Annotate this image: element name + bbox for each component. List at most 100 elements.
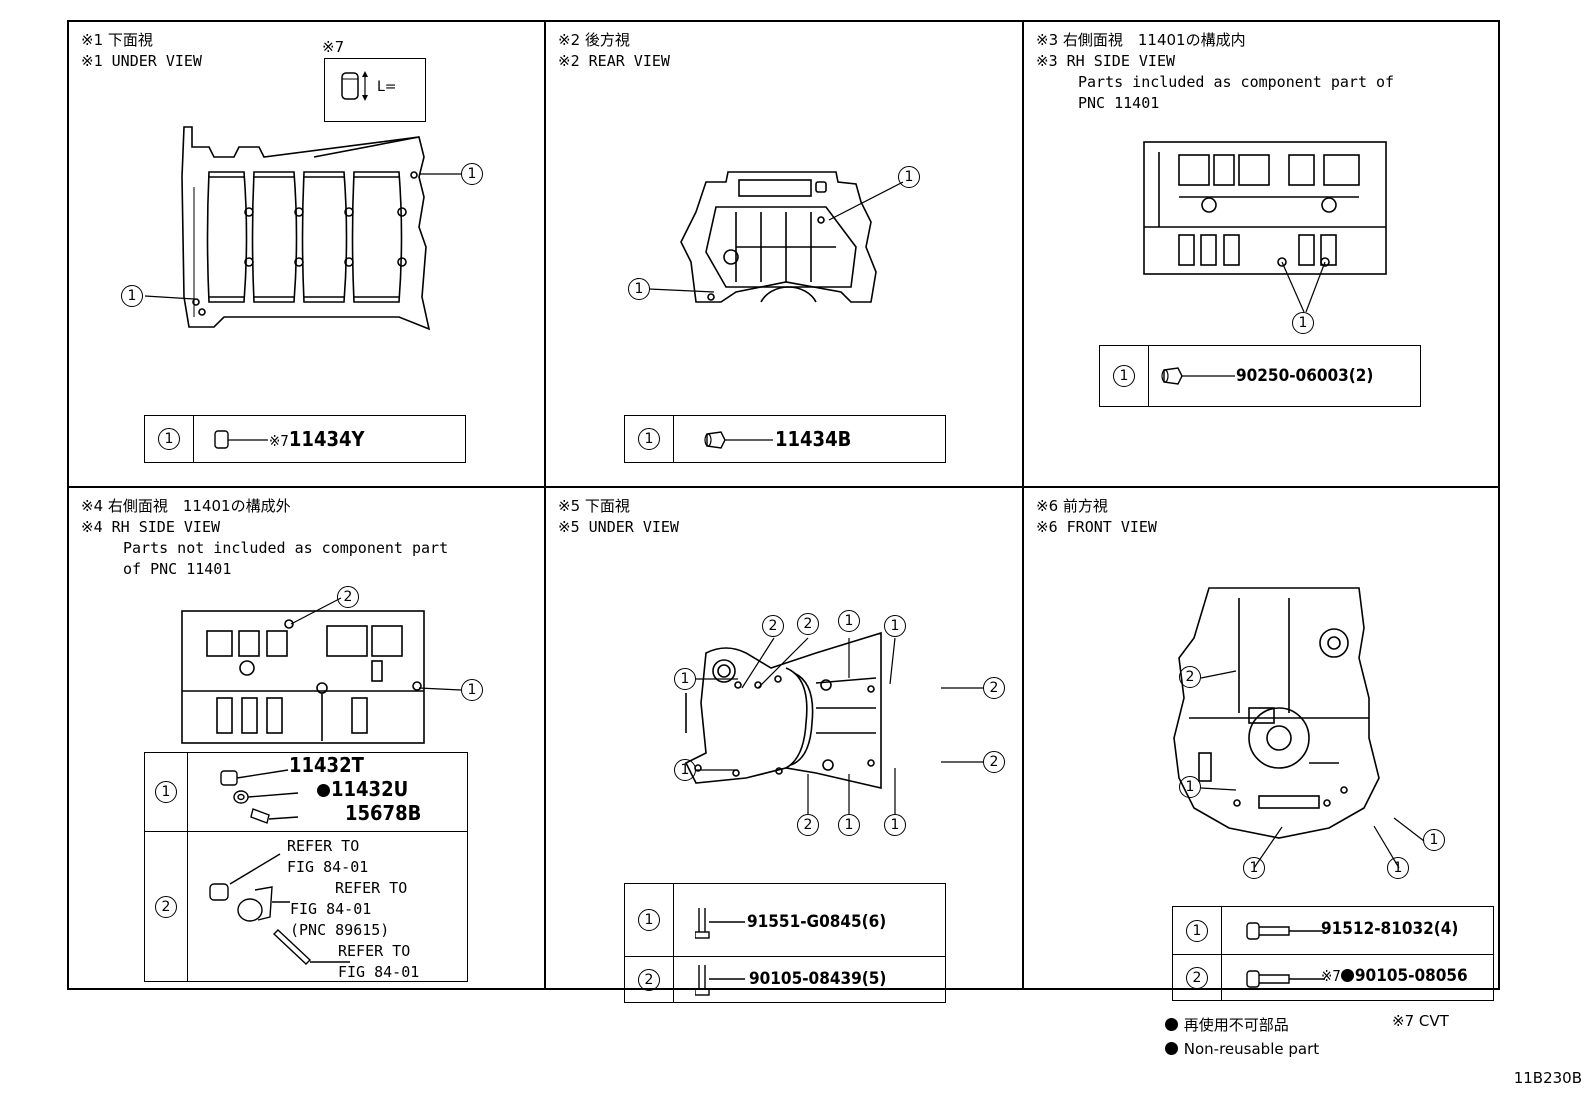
callout-1: 1 [838,610,860,632]
panel3-leaders [1281,261,1326,313]
callout-1: 1 [674,668,696,690]
engine-block-under-view-drawing [181,126,431,331]
part-number: 90250-06003(2) [1236,366,1374,386]
panel-title-jp: ※3 右側面視 11401の構成内 [1036,31,1246,49]
panel-title: ※3 右側面視 11401の構成内 ※3 RH SIDE VIEW Parts … [1036,30,1394,114]
pin-icon [1161,367,1235,385]
note7-label: ※7 [322,38,345,56]
callout-1: 1 [884,615,906,637]
pin-icon [214,430,268,449]
panel-title-jp: ※4 右側面視 11401の構成外 [81,497,291,515]
panel-title-en: ※4 RH SIDE VIEW [81,518,220,536]
callout-2: 2 [797,814,819,836]
callout-1: 1 [1423,829,1445,851]
panel-under-view-1: ※1 下面視 ※1 UNDER VIEW ※7 L= [69,22,544,486]
pin-icon [704,431,773,449]
callout-1: 1 [628,278,650,300]
panel-front-view-6: ※6 前方視 ※6 FRONT VIEW [1024,488,1500,1001]
panel-rh-side-view-3: ※3 右側面視 11401の構成内 ※3 RH SIDE VIEW Parts … [1024,22,1500,486]
parts-table-p1: 1 ※711434Y [144,415,466,463]
bolt-icon [1246,970,1325,988]
plug-gasket-bolt-icon [220,769,299,824]
callout-1: 1 [121,285,143,307]
engine-block-rh-side-drawing [1143,141,1387,275]
parts-table-p4: 1 11432T 11432U 15678B [144,752,468,982]
parts-table-p6: 1 91512-81032(4) 2 [1172,906,1494,1001]
divider-col-1 [544,22,546,988]
parts-table-p3: 1 90250-06003(2) [1099,345,1421,407]
callout-1: 1 [1387,857,1409,879]
table-row: 1 11432T 11432U 15678B [145,753,467,831]
table-row: 1 91551-G0845(6) [625,884,945,956]
panel-title: ※4 右側面視 11401の構成外 ※4 RH SIDE VIEW Parts … [81,496,448,580]
engine-block-rear-view-drawing [680,171,877,303]
bolt-icon [1246,922,1325,940]
non-reusable-dot [1340,969,1354,982]
panel4-leaders [290,597,462,691]
panel-title-jp: ※2 後方視 [558,31,630,49]
callout-1: 1 [1179,776,1201,798]
panel-title-en: ※5 UNDER VIEW [558,518,679,536]
callout-2: 2 [1179,666,1201,688]
divider-col-2 [1022,22,1024,988]
bolt-icon [695,965,745,996]
callout-1: 1 [1292,312,1314,334]
note7-box: L= [324,58,426,122]
parts-table-p5: 1 91551-G0845(6) 2 [624,883,946,1003]
panel-title: ※1 下面視 ※1 UNDER VIEW [81,30,202,72]
non-reusable-dot [1165,1042,1178,1055]
part-number: 91551-G0845(6) [747,912,887,932]
panel-rear-view-2: ※2 後方視 ※2 REAR VIEW 1 1 1 [546,22,1022,486]
non-reusable-dot [1165,1018,1178,1031]
callout-1: 1 [884,814,906,836]
divider-row [69,486,1498,488]
table-row: 1 91512-81032(4) [1173,907,1493,954]
part-number: 15678B [345,801,422,825]
panel-title: ※2 後方視 ※2 REAR VIEW [558,30,670,72]
panel1-leaders [144,173,461,300]
panel-title-jp: ※5 下面視 [558,497,630,515]
part-number: 11434B [775,427,852,451]
panel5-leaders [696,637,983,814]
pin-length-icon [341,71,368,101]
note7-dim-label: L= [377,79,397,95]
callout-1: 1 [461,163,483,185]
callout-1: 1 [674,759,696,781]
callout-2: 2 [797,613,819,635]
part-number: ※711434Y [269,427,365,451]
panel-title-en: ※1 UNDER VIEW [81,52,202,70]
panel-subtitle: Parts included as component part of [1078,73,1395,91]
part-number: 11432U [317,777,408,801]
panel-title: ※6 前方視 ※6 FRONT VIEW [1036,496,1157,538]
panel-title-en: ※6 FRONT VIEW [1036,518,1157,536]
panel-title-jp: ※6 前方視 [1036,497,1108,515]
callout-1: 1 [898,166,920,188]
panel-title-en: ※3 RH SIDE VIEW [1036,52,1175,70]
legend-note-cvt: ※7 CVT [1392,1012,1449,1030]
engine-block-front-view-drawing [1173,587,1380,839]
legend-non-reusable-jp: 再使用不可部品 [1165,1014,1289,1035]
panel-rh-side-view-4: ※4 右側面視 11401の構成外 ※4 RH SIDE VIEW Parts … [69,488,544,992]
parts-table-p2: 1 11434B [624,415,946,463]
panel-subtitle: Parts not included as component part [123,539,449,557]
engine-block-rh-side-drawing [181,610,425,744]
sensor-bolt-icon [209,853,350,965]
part-number: 11432T [289,753,364,777]
callout-1: 1 [838,814,860,836]
table-row-num: 1 [1100,346,1149,406]
callout-2: 2 [983,751,1005,773]
panel-title-jp: ※1 下面視 [81,31,153,49]
table-row: 2 90105-08439(5) [625,956,945,1002]
callout-1: 1 [1243,857,1265,879]
bolt-icon [695,908,745,939]
legend-non-reusable-en: Non-reusable part [1165,1040,1319,1058]
callout-1: 1 [461,679,483,701]
panel2-leaders [648,181,904,293]
table-row-num: 1 [625,416,674,462]
diagram-sheet: ※1 下面視 ※1 UNDER VIEW ※7 L= [67,20,1500,1003]
